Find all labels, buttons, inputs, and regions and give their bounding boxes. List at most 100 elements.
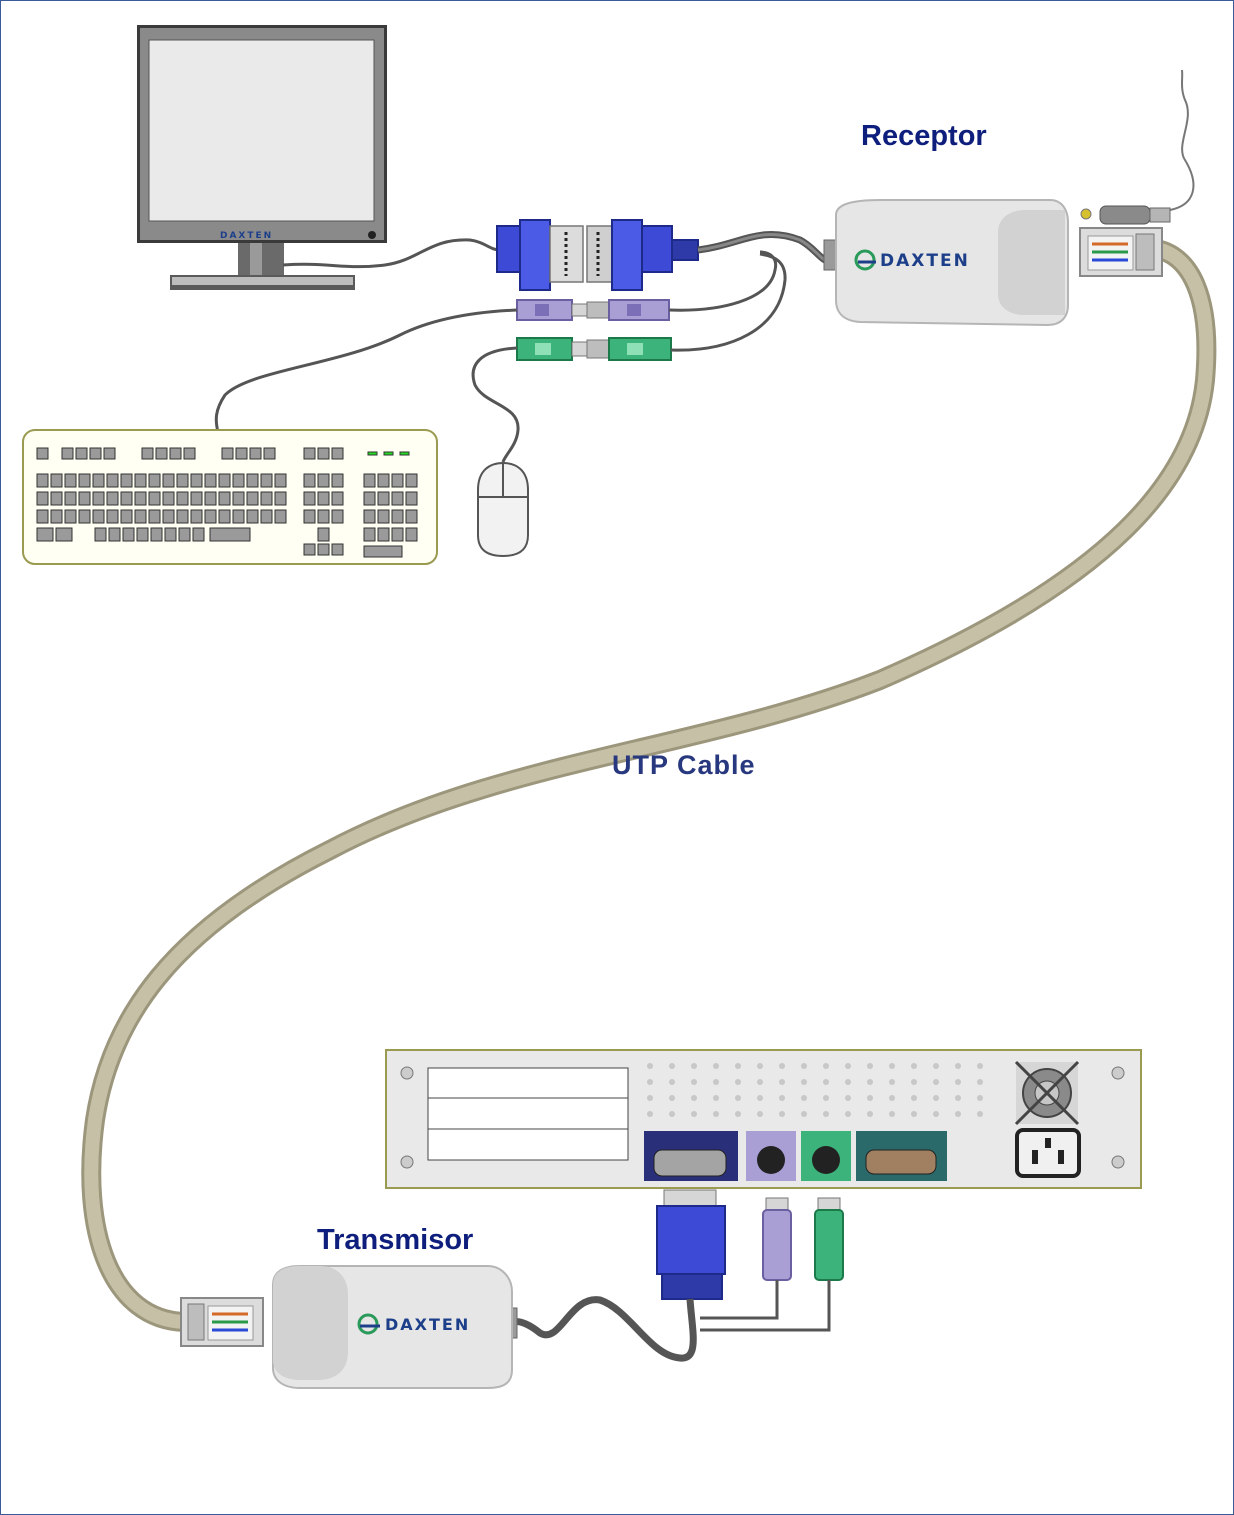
mouse-icon [477, 461, 529, 558]
keyboard-key [78, 491, 91, 506]
vent-dot [955, 1063, 961, 1069]
keyboard-key [209, 527, 251, 542]
keyboard-key [218, 509, 231, 524]
vent-dot [647, 1111, 653, 1117]
server-back-panel-icon [385, 1049, 1142, 1189]
keyboard-key [218, 473, 231, 488]
keyboard-key [141, 447, 154, 460]
keyboard-key [36, 491, 49, 506]
vent-dot [757, 1111, 763, 1117]
keyboard-key [192, 527, 205, 542]
keyboard-key [363, 509, 376, 524]
keyboard-key [148, 509, 161, 524]
fan-icon [1014, 1060, 1080, 1126]
vent-dot [779, 1079, 785, 1085]
keyboard-icon [22, 429, 438, 565]
vent-dot [801, 1095, 807, 1101]
keyboard-key [190, 491, 203, 506]
vent-dot [669, 1079, 675, 1085]
vent-dot [779, 1063, 785, 1069]
vent-dot [647, 1079, 653, 1085]
keyboard-key [75, 447, 88, 460]
keyboard-key [246, 473, 259, 488]
keyboard-key [108, 527, 121, 542]
transmisor-logo: DAXTEN [385, 1315, 470, 1334]
keyboard-key [106, 473, 119, 488]
keyboard-key [103, 447, 116, 460]
keyboard-key [274, 491, 287, 506]
keyboard-key [134, 473, 147, 488]
keyboard-key [36, 473, 49, 488]
keyboard-key [377, 473, 390, 488]
vent-dot [823, 1079, 829, 1085]
keyboard-key [303, 473, 316, 488]
vent-dot [889, 1111, 895, 1117]
keyboard-key [155, 447, 168, 460]
keyboard-key [78, 473, 91, 488]
keyboard-key [176, 491, 189, 506]
keyboard-key [363, 473, 376, 488]
keyboard-key [303, 491, 316, 506]
vent-dot [647, 1095, 653, 1101]
keyboard-key [221, 447, 234, 460]
rj45-jack-icon [1079, 227, 1163, 277]
keyboard-key [331, 491, 344, 506]
keyboard-key [260, 473, 273, 488]
keyboard-key [92, 491, 105, 506]
keyboard-key [183, 447, 196, 460]
keyboard-key [405, 491, 418, 506]
keyboard-key [232, 509, 245, 524]
keyboard-key [317, 509, 330, 524]
vent-dot [933, 1095, 939, 1101]
vent-dot [911, 1079, 917, 1085]
keyboard-key [50, 491, 63, 506]
keyboard-key [176, 509, 189, 524]
vent-dot [779, 1095, 785, 1101]
keyboard-key [190, 509, 203, 524]
keyboard-key [106, 509, 119, 524]
keyboard-key [391, 491, 404, 506]
vent-dot [867, 1063, 873, 1069]
vent-dot [889, 1079, 895, 1085]
keyboard-key [190, 473, 203, 488]
vent-dot [669, 1063, 675, 1069]
keyboard-cable [214, 308, 518, 433]
keyboard-key [148, 491, 161, 506]
keyboard-key [232, 491, 245, 506]
keyboard-key [377, 491, 390, 506]
keyboard-key [260, 509, 273, 524]
vent-dot [955, 1095, 961, 1101]
keyboard-key [383, 451, 394, 456]
vent-dot [867, 1095, 873, 1101]
vent-dot [713, 1079, 719, 1085]
vent-dot [955, 1079, 961, 1085]
vent-dot [757, 1095, 763, 1101]
power-socket-icon [1015, 1128, 1081, 1178]
keyboard-key [391, 527, 404, 542]
vent-dot [977, 1095, 983, 1101]
monitor-icon: DAXTEN [137, 25, 387, 290]
vent-dot [977, 1111, 983, 1117]
vent-dot [911, 1095, 917, 1101]
keyboard-key [405, 527, 418, 542]
keyboard-key [377, 527, 390, 542]
keyboard-key [363, 491, 376, 506]
keyboard-key [274, 509, 287, 524]
keyboard-key [61, 447, 74, 460]
keyboard-key [246, 491, 259, 506]
keyboard-key [317, 543, 330, 556]
keyboard-key [150, 527, 163, 542]
vent-dot [713, 1111, 719, 1117]
keyboard-key [36, 527, 54, 542]
keyboard-key [317, 527, 330, 542]
vent-dot [801, 1079, 807, 1085]
keyboard-key [303, 543, 316, 556]
ps2-mouse-connector-icon [516, 337, 672, 361]
vent-dot [867, 1079, 873, 1085]
vent-dot [691, 1095, 697, 1101]
ps2-keyboard-connector-icon [516, 299, 670, 321]
vent-dot [955, 1111, 961, 1117]
keyboard-key [92, 473, 105, 488]
keyboard-key [331, 447, 344, 460]
vent-dot [713, 1095, 719, 1101]
